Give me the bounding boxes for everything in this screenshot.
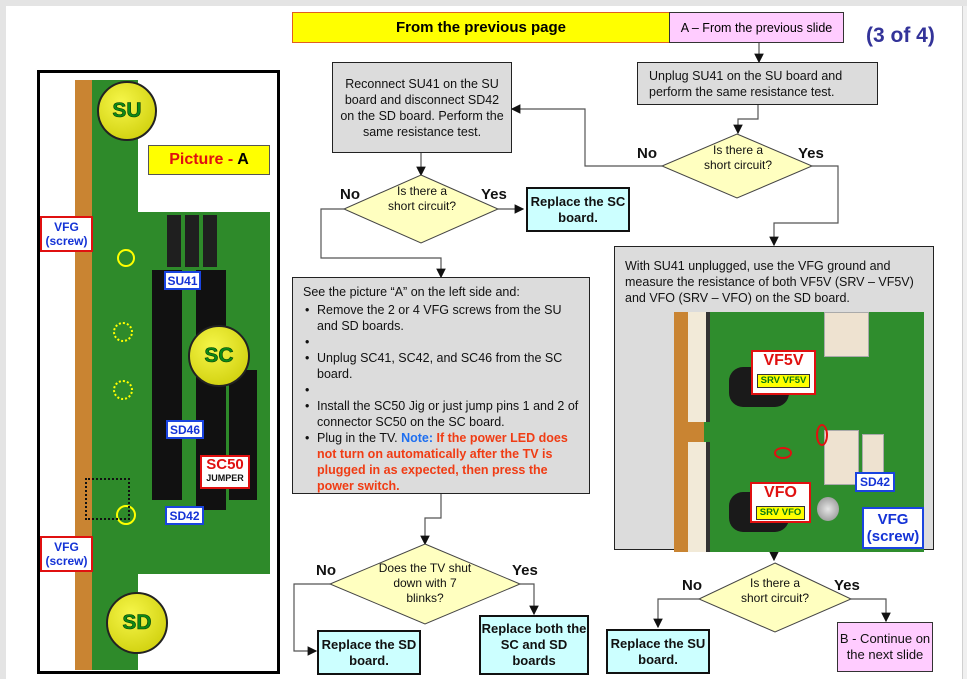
left-border <box>0 6 6 679</box>
note-warning: If the power LED does not turn on automa… <box>317 431 568 493</box>
arrow-yes-to-continue <box>851 598 891 623</box>
replace-sc-board-box: Replace the SC board. <box>526 187 630 232</box>
photo-sd42-callout: SD42 <box>855 472 895 492</box>
vf5v-test-point <box>816 424 828 446</box>
instructions-box: See the picture “A” on the left side and… <box>292 277 590 494</box>
connector-image <box>824 312 869 357</box>
decision-1-no-label: No <box>340 186 360 203</box>
reconnect-step-box: Reconnect SU41 on the SU board and disco… <box>332 62 512 153</box>
right-scrollbar[interactable] <box>962 6 967 679</box>
decision-blinks-no-label: No <box>316 562 336 579</box>
vf5v-callout: VF5V SRV VF5V <box>751 350 816 395</box>
reconnect-step-text: Reconnect SU41 on the SU board and disco… <box>340 76 504 139</box>
vfg-top-line1: VFG <box>54 220 79 234</box>
instructions-intro: See the picture “A” on the left side and… <box>303 285 520 299</box>
decision-diamond-3 <box>697 562 853 633</box>
arrow-no-to-reconnect <box>510 104 662 167</box>
replace-su-board-text: Replace the SU board. <box>610 635 706 667</box>
arrow-no-to-replace-sd <box>293 583 330 656</box>
vfg-screw-callout-top: VFG (screw) <box>40 216 93 252</box>
plug-in-text: Plug in the TV. <box>317 431 402 445</box>
jumper-label: JUMPER <box>206 473 244 483</box>
from-previous-page-banner: From the previous page <box>292 12 670 43</box>
instruction-step-plug-in: Plug in the TV. Note: If the power LED d… <box>305 430 579 494</box>
decision-1-text: Is there a short circuit? <box>387 184 457 213</box>
screw-hole-marker <box>113 380 133 400</box>
connector-image <box>688 312 710 422</box>
decision-2-text: Is there a short circuit? <box>703 143 773 172</box>
photo-vfg-callout: VFG (screw) <box>862 507 924 549</box>
connector-image <box>688 442 710 552</box>
arrow-yes-to-measure <box>769 165 839 247</box>
sd-board-label: SD <box>106 592 168 654</box>
picture-a-title-letter: A <box>237 151 249 168</box>
spacer <box>305 382 579 398</box>
picture-a-title-red: Picture - <box>169 151 234 168</box>
continue-next-slide-text: B - Continue on the next slide <box>839 631 931 662</box>
sc-board-label: SC <box>188 325 250 387</box>
instruction-step-remove-screws: Remove the 2 or 4 VFG screws from the SU… <box>305 302 579 334</box>
sd42-callout: SD42 <box>165 506 204 525</box>
replace-sd-board-box: Replace the SD board. <box>317 630 421 675</box>
vfo-label: VFO <box>764 484 797 501</box>
vfg-bottom-line2: (screw) <box>45 554 88 568</box>
decision-2-yes-label: Yes <box>798 145 824 162</box>
vfg-screw-callout-bottom: VFG (screw) <box>40 536 93 572</box>
continue-next-slide-box[interactable]: B - Continue on the next slide <box>837 622 933 672</box>
decision-diamond-1 <box>342 174 500 244</box>
replace-sd-board-text: Replace the SD board. <box>321 636 417 668</box>
unplug-step-box: Unplug SU41 on the SU board and perform … <box>637 62 878 105</box>
sc50-label: SC50 <box>206 456 244 473</box>
su-board-label: SU <box>97 81 157 141</box>
heatsink-image <box>152 270 182 500</box>
arrow-no-to-replace-su <box>653 598 699 629</box>
decision-3-yes-label: Yes <box>834 577 860 594</box>
capacitors-image <box>167 215 219 267</box>
instruction-step-jig: Install the SC50 Jig or just jump pins 1… <box>305 398 579 430</box>
picture-a-title: Picture - A <box>148 145 270 175</box>
srv-vf5v-label: SRV VF5V <box>756 374 811 388</box>
vfg-top-line2: (screw) <box>45 234 88 248</box>
decision-diamond-2 <box>660 133 814 199</box>
instruction-step-unplug: Unplug SC41, SC42, and SC46 from the SC … <box>305 350 579 382</box>
arrow-no-to-instructions <box>320 208 446 279</box>
arrow-instructions-to-blinks <box>420 494 442 546</box>
photo-vfg-line1: VFG <box>877 511 909 528</box>
sc50-jumper-callout: SC50 JUMPER <box>200 455 250 489</box>
spacer <box>305 334 579 350</box>
decision-1-yes-label: Yes <box>481 186 507 203</box>
vfg-screw-marker-top <box>117 249 135 267</box>
vfg-bottom-line1: VFG <box>54 540 79 554</box>
arrow-unplug-to-decision <box>733 105 759 135</box>
vf5v-label: VF5V <box>763 352 804 369</box>
arrow-yes-to-replace-both <box>520 583 539 616</box>
replace-sc-sd-boards-box: Replace both the SC and SD boards <box>479 615 589 675</box>
from-previous-slide-box[interactable]: A – From the previous slide <box>669 12 844 43</box>
note-label: Note: <box>401 431 437 445</box>
decision-2-no-label: No <box>637 145 657 162</box>
decision-3-text: Is there a short circuit? <box>740 576 810 605</box>
page-indicator: (3 of 4) <box>866 24 935 47</box>
decision-diamond-blinks <box>328 543 522 625</box>
measure-step-text: With SU41 unplugged, use the VFG ground … <box>625 259 914 305</box>
replace-su-board-box: Replace the SU board. <box>606 629 710 674</box>
replace-sc-board-text: Replace the SC board. <box>530 193 626 225</box>
replace-sc-sd-boards-text: Replace both the SC and SD boards <box>481 621 587 668</box>
su41-callout: SU41 <box>164 271 201 290</box>
vfo-test-point <box>774 447 792 459</box>
photo-vfg-line2: (screw) <box>866 528 920 545</box>
decision-blinks-yes-label: Yes <box>512 562 538 579</box>
vfg-screw-image <box>817 497 839 521</box>
unplug-step-text: Unplug SU41 on the SU board and perform … <box>649 69 843 99</box>
screw-hole-marker <box>113 322 133 342</box>
sd46-callout: SD46 <box>166 420 204 439</box>
vfg-screw-marker-bottom <box>116 505 136 525</box>
srv-vfo-label: SRV VFO <box>755 506 806 520</box>
sd42-connector-image <box>824 430 859 485</box>
sd42-area-marker <box>85 478 130 520</box>
vfo-callout: VFO SRV VFO <box>750 482 811 523</box>
decision-3-no-label: No <box>682 577 702 594</box>
decision-blinks-text: Does the TV shut down with 7 blinks? <box>378 561 472 605</box>
top-border <box>0 0 967 6</box>
